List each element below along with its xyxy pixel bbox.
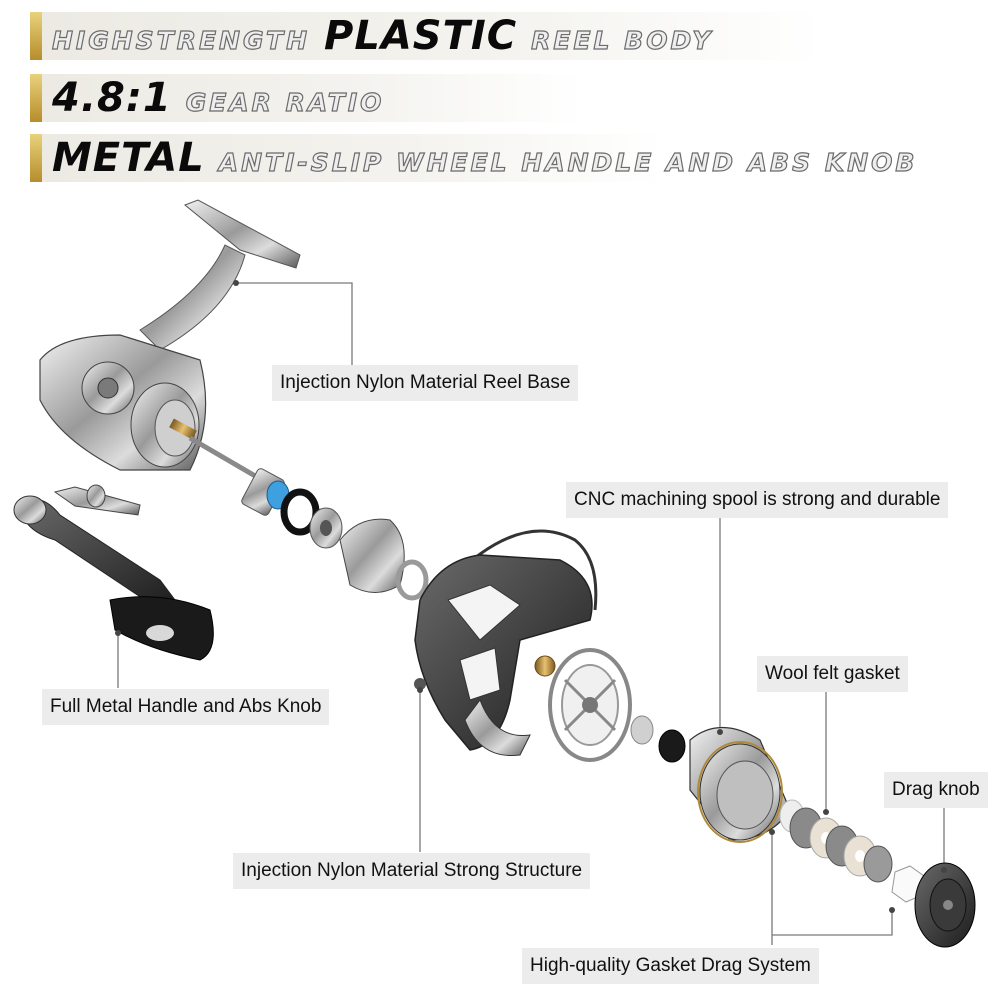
knob-logo [146, 625, 174, 641]
reel-stem [139, 244, 246, 351]
anchor-dot [769, 829, 775, 835]
banner-gear-ratio: 4.8:1 GEAR RATIO [30, 72, 582, 124]
drag-knob-center [943, 900, 953, 910]
callout-reel-base: Injection Nylon Material Reel Base [272, 365, 579, 401]
thin-washer [395, 559, 429, 601]
reel-foot [184, 199, 301, 269]
rotor-window [447, 584, 521, 641]
anchor-dot [233, 280, 239, 286]
banner-background [42, 74, 582, 122]
bearing-inner [320, 520, 332, 536]
black-bearing [658, 729, 686, 763]
banner-text: HIGHSTRENGTH PLASTIC REEL BODY [51, 13, 714, 59]
reel-body [39, 199, 301, 483]
anchor-dot [115, 630, 121, 636]
banner-post: REEL BODY [531, 25, 714, 55]
leader-gasket-b [772, 910, 893, 936]
rotor-arm [464, 698, 531, 757]
handle-assembly [13, 484, 214, 661]
callout-handle: Full Metal Handle and Abs Knob [42, 689, 330, 725]
banner-text: METAL ANTI-SLIP WHEEL HANDLE AND ABS KNO… [52, 135, 917, 181]
banner-background [42, 134, 662, 182]
banner-accent [30, 12, 42, 60]
anchor-dot [941, 867, 947, 873]
handle-hub [13, 495, 47, 525]
anchor-dots [115, 280, 947, 913]
brass-nut [534, 655, 556, 677]
anchor-dot [417, 687, 423, 693]
brass-bushing [169, 418, 197, 440]
leader-reel-base [236, 282, 353, 368]
drag-knob-part [914, 862, 976, 948]
small-washer [630, 715, 654, 745]
callout-gasket: High-quality Gasket Drag System [522, 948, 819, 984]
banner-post: GEAR RATIO [185, 87, 385, 117]
rotor-cup [339, 518, 405, 593]
drag-washers [779, 799, 925, 903]
spool-gold-line [697, 741, 783, 843]
anchor-dot [823, 809, 829, 815]
banner-accent [30, 74, 42, 122]
spool-face [716, 760, 774, 830]
main-shaft [188, 435, 264, 483]
rotor-window-2 [459, 647, 501, 701]
rotor-structure [414, 529, 598, 757]
washer [863, 845, 893, 883]
rotor-pivot [414, 678, 426, 690]
spool-cover-hub [582, 697, 598, 713]
banner-bold: METAL [52, 135, 205, 181]
banner-body: HIGHSTRENGTH PLASTIC REEL BODY [30, 10, 822, 62]
callout-drag-knob: Drag knob [884, 772, 988, 808]
spool [689, 727, 791, 843]
banner-accent [30, 134, 42, 182]
bail-wire [448, 529, 598, 611]
banner-background [42, 12, 822, 60]
banner-post: ANTI-SLIP WHEEL HANDLE AND ABS KNOB [218, 147, 918, 177]
banner-bold: PLASTIC [324, 13, 518, 59]
banner-text: 4.8:1 GEAR RATIO [52, 75, 384, 121]
banner-bold: 4.8:1 [52, 75, 172, 121]
drag-internals [534, 648, 686, 763]
callout-structure: Injection Nylon Material Strong Structur… [233, 853, 591, 889]
spool-cover-ring [548, 648, 632, 762]
side-cover-hub [97, 377, 119, 399]
banner-pre: HIGHSTRENGTH [51, 25, 311, 55]
leader-lines [117, 282, 945, 945]
screw-head [86, 484, 106, 508]
callout-spool: CNC machining spool is strong and durabl… [566, 482, 949, 518]
banner-metal: METAL ANTI-SLIP WHEEL HANDLE AND ABS KNO… [30, 132, 915, 184]
washer-hole [855, 850, 865, 862]
callout-wool-felt: Wool felt gasket [757, 656, 908, 692]
anchor-dot [717, 729, 723, 735]
anchor-dot [889, 907, 895, 913]
shaft-parts [241, 468, 429, 601]
